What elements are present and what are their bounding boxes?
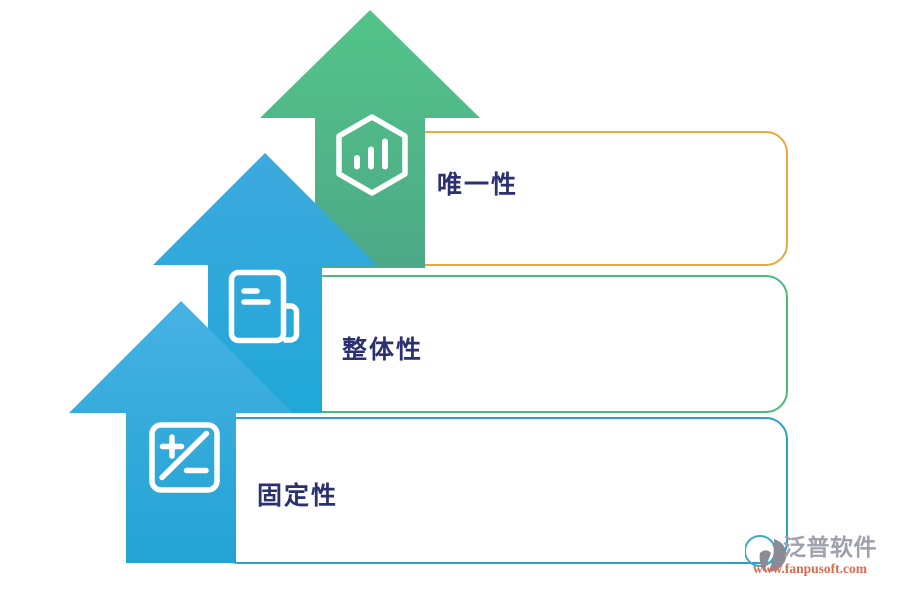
journal-document-icon [228, 269, 300, 344]
box-integrity [302, 275, 788, 413]
box-fixedness [216, 417, 788, 564]
plus-minus-calculator-icon [149, 422, 220, 493]
hexagon-bar-chart-icon [336, 114, 408, 196]
brand-url: www.fanpusoft.com [753, 561, 868, 576]
label-uniqueness: 唯一性 [437, 171, 519, 199]
label-fixedness: 固定性 [257, 482, 339, 510]
brand-name: 泛普软件 [783, 534, 877, 560]
brand-watermark: 泛普软件 www.fanpusoft.com [745, 534, 895, 590]
fanpu-logo-icon [745, 535, 787, 572]
label-integrity: 整体性 [342, 336, 424, 364]
